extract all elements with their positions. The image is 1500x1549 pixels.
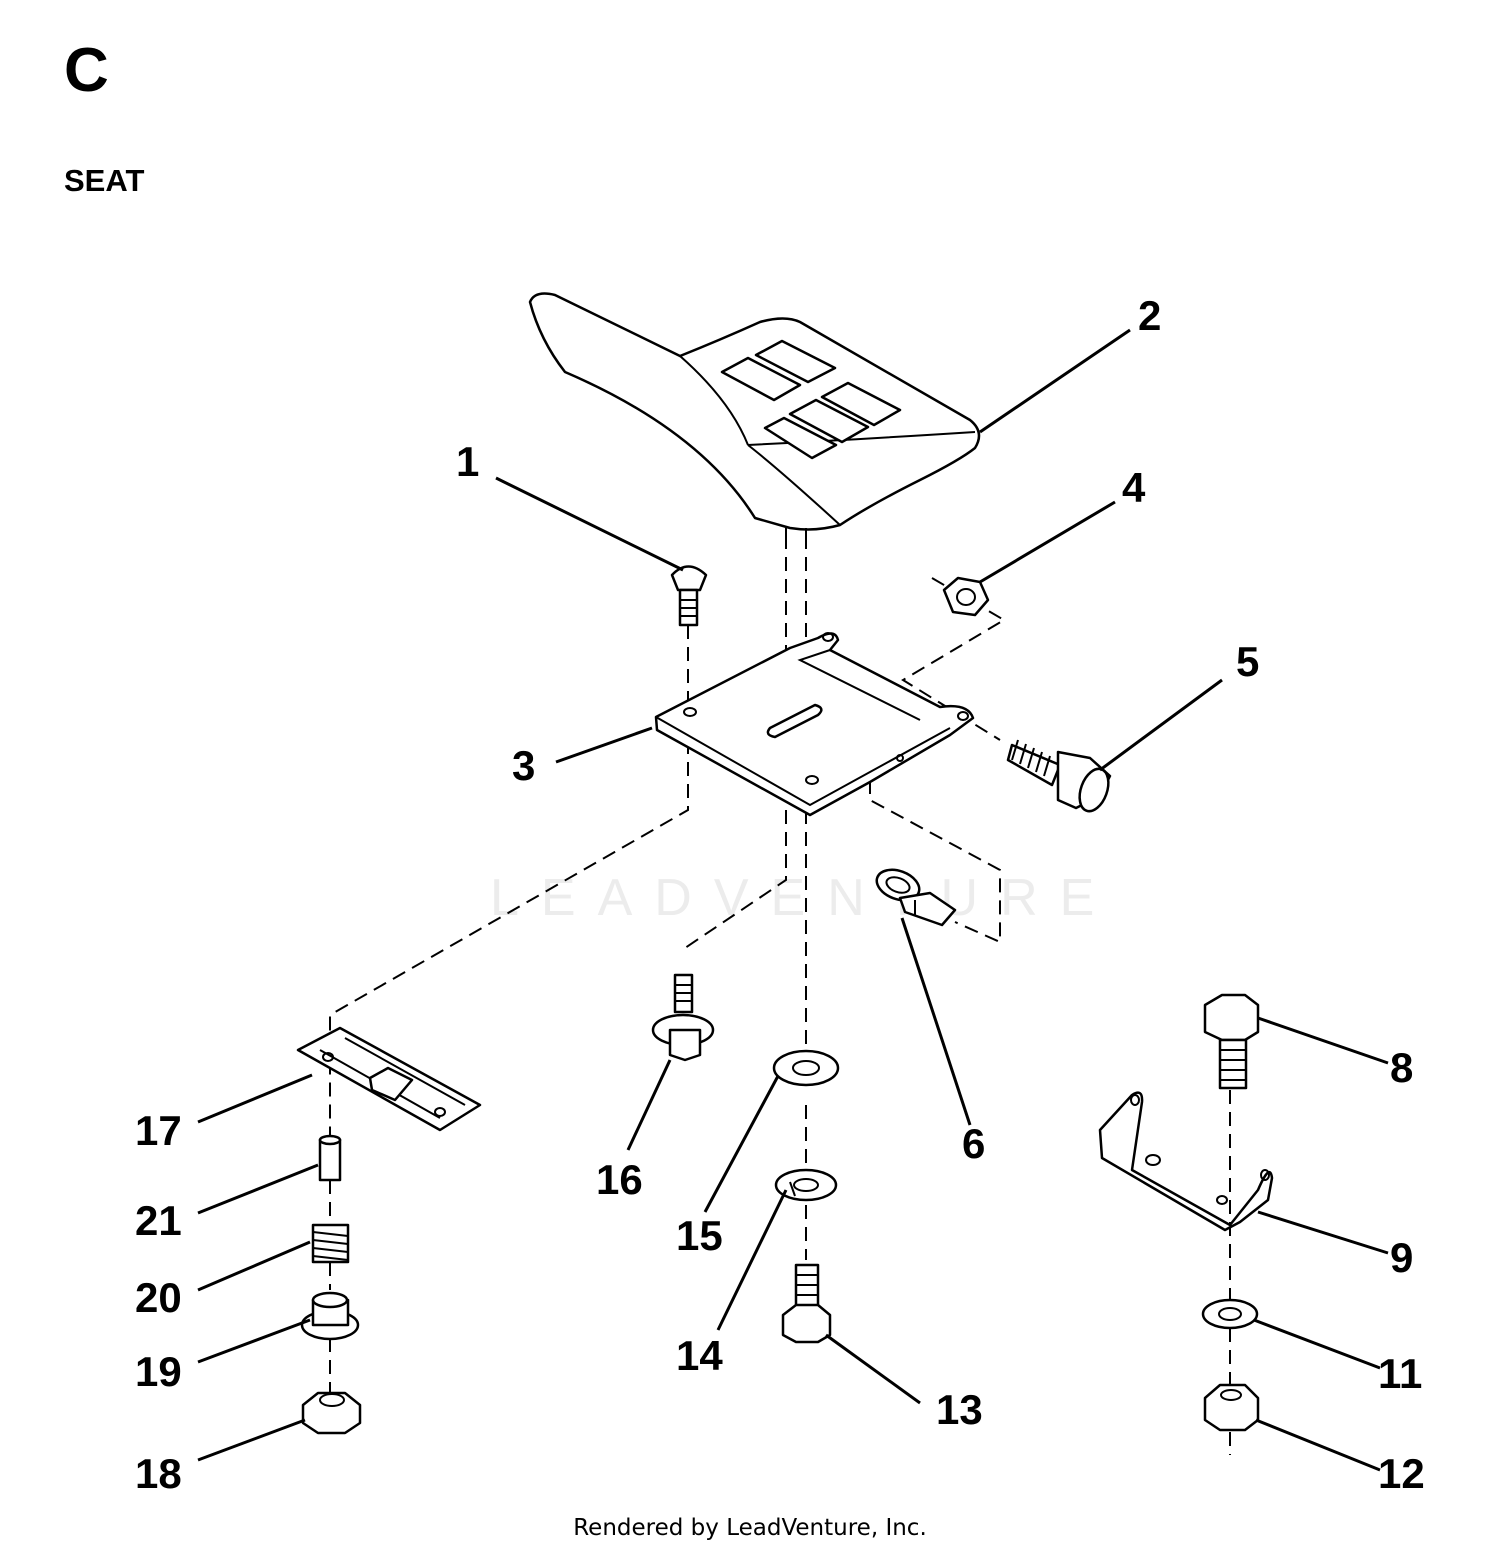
callout-13: 13 (936, 1386, 983, 1433)
callout-2: 2 (1138, 292, 1161, 339)
seat-pan-part (654, 632, 975, 817)
washer-part (1201, 1298, 1259, 1330)
callout-18: 18 (135, 1450, 182, 1497)
callout-19: 19 (135, 1348, 182, 1395)
slide-bracket-part (296, 1026, 482, 1132)
callout-8: 8 (1390, 1044, 1413, 1091)
spring-part (311, 1223, 350, 1264)
hex-nut-part (942, 576, 990, 617)
pin-part (318, 1134, 342, 1182)
lock-nut-part (1203, 1383, 1260, 1432)
callout-11: 11 (1378, 1350, 1422, 1397)
callout-16: 16 (596, 1156, 643, 1203)
callout-labels: 1 2 3 4 5 6 8 9 11 12 13 14 15 16 17 18 … (135, 292, 1425, 1497)
shoulder-bolt-part (1006, 739, 1112, 813)
leader-lines (197, 328, 1389, 1472)
callout-21: 21 (135, 1197, 182, 1244)
lock-washer-part (774, 1168, 838, 1202)
carriage-bolt-part (670, 565, 708, 627)
bushing-part (300, 1291, 360, 1341)
footer-credit: Rendered by LeadVenture, Inc. (573, 1515, 927, 1541)
section-letter: C (64, 36, 109, 105)
page-title: SEAT (64, 163, 145, 198)
callout-3: 3 (512, 742, 535, 789)
watermark-text: LEADVENTURE (490, 869, 1117, 927)
callout-14: 14 (676, 1332, 723, 1379)
hex-bolt-large-part (1203, 993, 1260, 1090)
callout-1: 1 (456, 438, 479, 485)
shoulder-screw-part (651, 973, 715, 1062)
bracket-part (1098, 1091, 1274, 1232)
clip-part (875, 868, 957, 927)
callout-17: 17 (135, 1107, 182, 1154)
callout-15: 15 (676, 1212, 723, 1259)
callout-9: 9 (1390, 1234, 1413, 1281)
seat-part (528, 292, 981, 535)
flange-nut-part (301, 1391, 362, 1435)
callout-12: 12 (1378, 1450, 1425, 1497)
flat-washer-part (772, 1049, 840, 1087)
callout-6: 6 (962, 1120, 985, 1167)
callout-5: 5 (1236, 638, 1259, 685)
hex-bolt-part (781, 1263, 832, 1344)
callout-4: 4 (1122, 464, 1146, 511)
callout-20: 20 (135, 1274, 182, 1321)
